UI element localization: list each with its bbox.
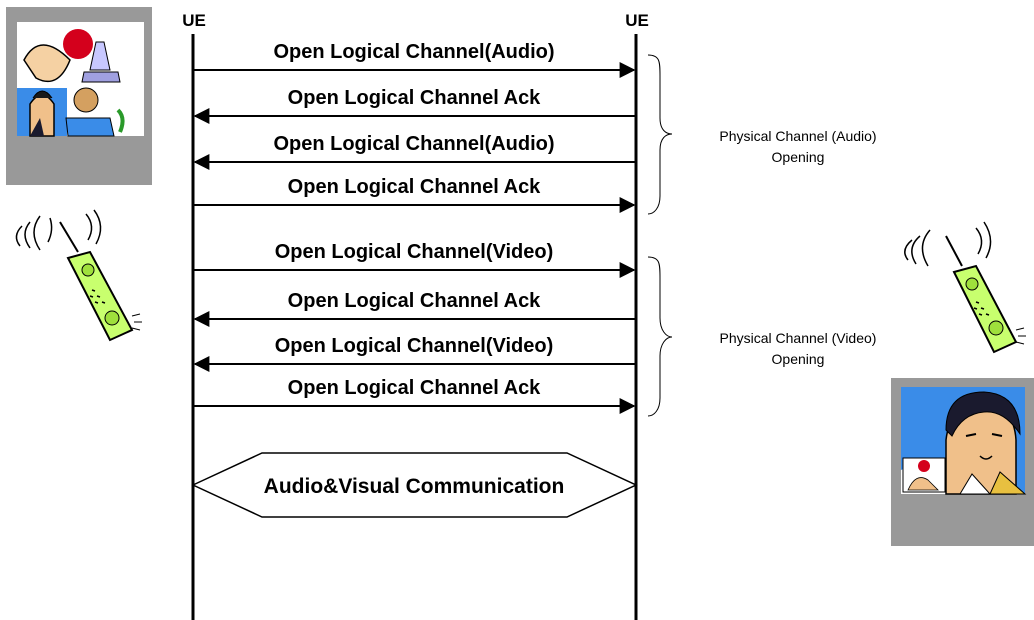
video-group-label-line1: Physical Channel (Video) xyxy=(720,330,877,346)
message-label-5: Open Logical Channel(Video) xyxy=(275,241,554,263)
message-label-8: Open Logical Channel Ack xyxy=(288,377,542,399)
audio-group-label-line2: Opening xyxy=(772,149,825,165)
message-list: Open Logical Channel(Audio) Open Logical … xyxy=(193,41,636,414)
message-label-6: Open Logical Channel Ack xyxy=(288,290,542,312)
lifeline-left-label: UE xyxy=(182,11,206,30)
mobile-phone-icon-left xyxy=(15,209,142,342)
video-call-image-left xyxy=(6,7,152,185)
video-group-brace xyxy=(647,256,673,417)
message-label-2: Open Logical Channel Ack xyxy=(288,87,542,109)
communication-label: Audio&Visual Communication xyxy=(264,475,565,498)
message-label-7: Open Logical Channel(Video) xyxy=(275,335,554,357)
mobile-phone-icon-right xyxy=(904,221,1026,354)
audio-group-brace xyxy=(647,54,673,215)
message-label-3: Open Logical Channel(Audio) xyxy=(273,133,554,155)
communication-hexagon xyxy=(191,452,638,518)
video-group-label-line2: Opening xyxy=(772,351,825,367)
audio-group-label-line1: Physical Channel (Audio) xyxy=(719,128,876,144)
lifeline-right-label: UE xyxy=(625,11,649,30)
message-label-1: Open Logical Channel(Audio) xyxy=(273,41,554,63)
message-label-4: Open Logical Channel Ack xyxy=(288,176,542,198)
video-call-image-right xyxy=(891,378,1034,546)
